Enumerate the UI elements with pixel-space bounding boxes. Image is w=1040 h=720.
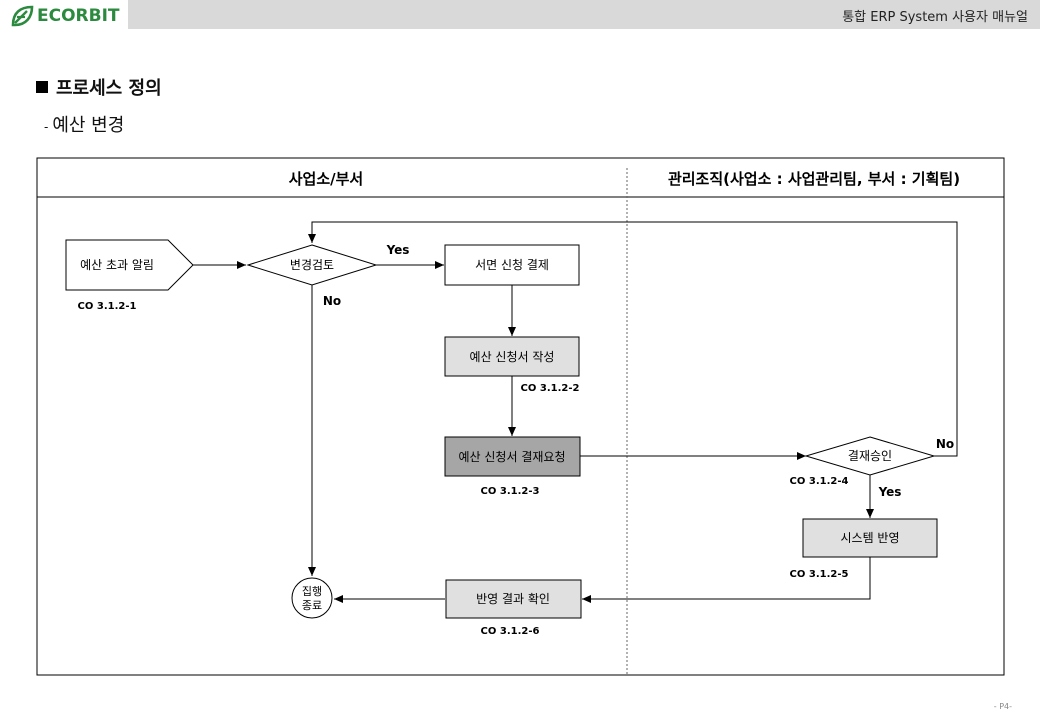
written-approval-shape bbox=[444, 244, 580, 286]
budget-alert-label: 예산 초과 알림 bbox=[80, 258, 154, 272]
approval-grant-label: 결재승인 bbox=[848, 449, 892, 463]
review-no-label: No bbox=[323, 294, 341, 308]
request-form-shape bbox=[444, 336, 580, 377]
header-title-strip bbox=[128, 0, 1040, 29]
section-title: 프로세스 정의 bbox=[36, 74, 162, 100]
edge-approval-no-loop bbox=[308, 221, 958, 457]
square-bullet-icon bbox=[36, 81, 48, 93]
page-number: - P4- bbox=[993, 702, 1012, 711]
lane-title-right: 관리조직(사업소 : 사업관리팀, 부서 : 기획팀) bbox=[668, 170, 960, 188]
lane-title-left: 사업소/부서 bbox=[289, 170, 363, 188]
document-title: 통합 ERP System 사용자 매뉴얼 bbox=[842, 10, 1028, 25]
approval-request-label: 예산 신청서 결재요청 bbox=[459, 450, 566, 464]
end-shape bbox=[291, 577, 333, 619]
code-label-1: CO 3.1.2-1 bbox=[78, 301, 137, 312]
budget-alert-shape bbox=[65, 239, 194, 291]
logo-text: ECORBIT bbox=[37, 6, 120, 26]
company-logo: ECORBIT bbox=[10, 5, 120, 27]
approval-grant-shape bbox=[804, 436, 936, 476]
end-label-line2: 종료 bbox=[302, 599, 322, 612]
code-label-4: CO 3.1.2-4 bbox=[790, 476, 849, 487]
confirm-result-label: 반영 결과 확인 bbox=[476, 592, 550, 606]
written-approval-label: 서면 신청 결제 bbox=[475, 258, 549, 272]
change-review-label: 변경검토 bbox=[290, 258, 334, 272]
system-apply-label: 시스템 반영 bbox=[840, 531, 899, 545]
end-label-line1: 집행 bbox=[302, 585, 322, 598]
request-form-label: 예산 신청서 작성 bbox=[470, 350, 555, 364]
system-apply-shape bbox=[802, 518, 938, 558]
code-label-3: CO 3.1.2-3 bbox=[481, 486, 540, 497]
header-bar: ECORBIT 통합 ERP System 사용자 매뉴얼 bbox=[0, 0, 1040, 29]
change-review-shape bbox=[246, 244, 378, 286]
approval-request-shape bbox=[444, 436, 581, 477]
diagram-frame bbox=[36, 157, 1005, 676]
section-title-text: 프로세스 정의 bbox=[56, 78, 162, 99]
section-subtitle-text: 예산 변경 bbox=[52, 115, 125, 136]
code-label-6: CO 3.1.2-6 bbox=[481, 626, 540, 637]
review-yes-label: Yes bbox=[386, 243, 410, 257]
confirm-result-shape bbox=[445, 579, 582, 619]
leaf-logo-icon bbox=[11, 5, 34, 27]
approve-yes-label: Yes bbox=[878, 485, 902, 499]
code-label-5: CO 3.1.2-5 bbox=[790, 569, 849, 580]
code-label-2: CO 3.1.2-2 bbox=[521, 383, 580, 394]
edge-system-to-confirm bbox=[582, 557, 871, 603]
approve-no-label: No bbox=[936, 437, 954, 451]
dash-bullet-icon: - bbox=[44, 120, 49, 134]
section-subtitle: -예산 변경 bbox=[44, 111, 124, 137]
